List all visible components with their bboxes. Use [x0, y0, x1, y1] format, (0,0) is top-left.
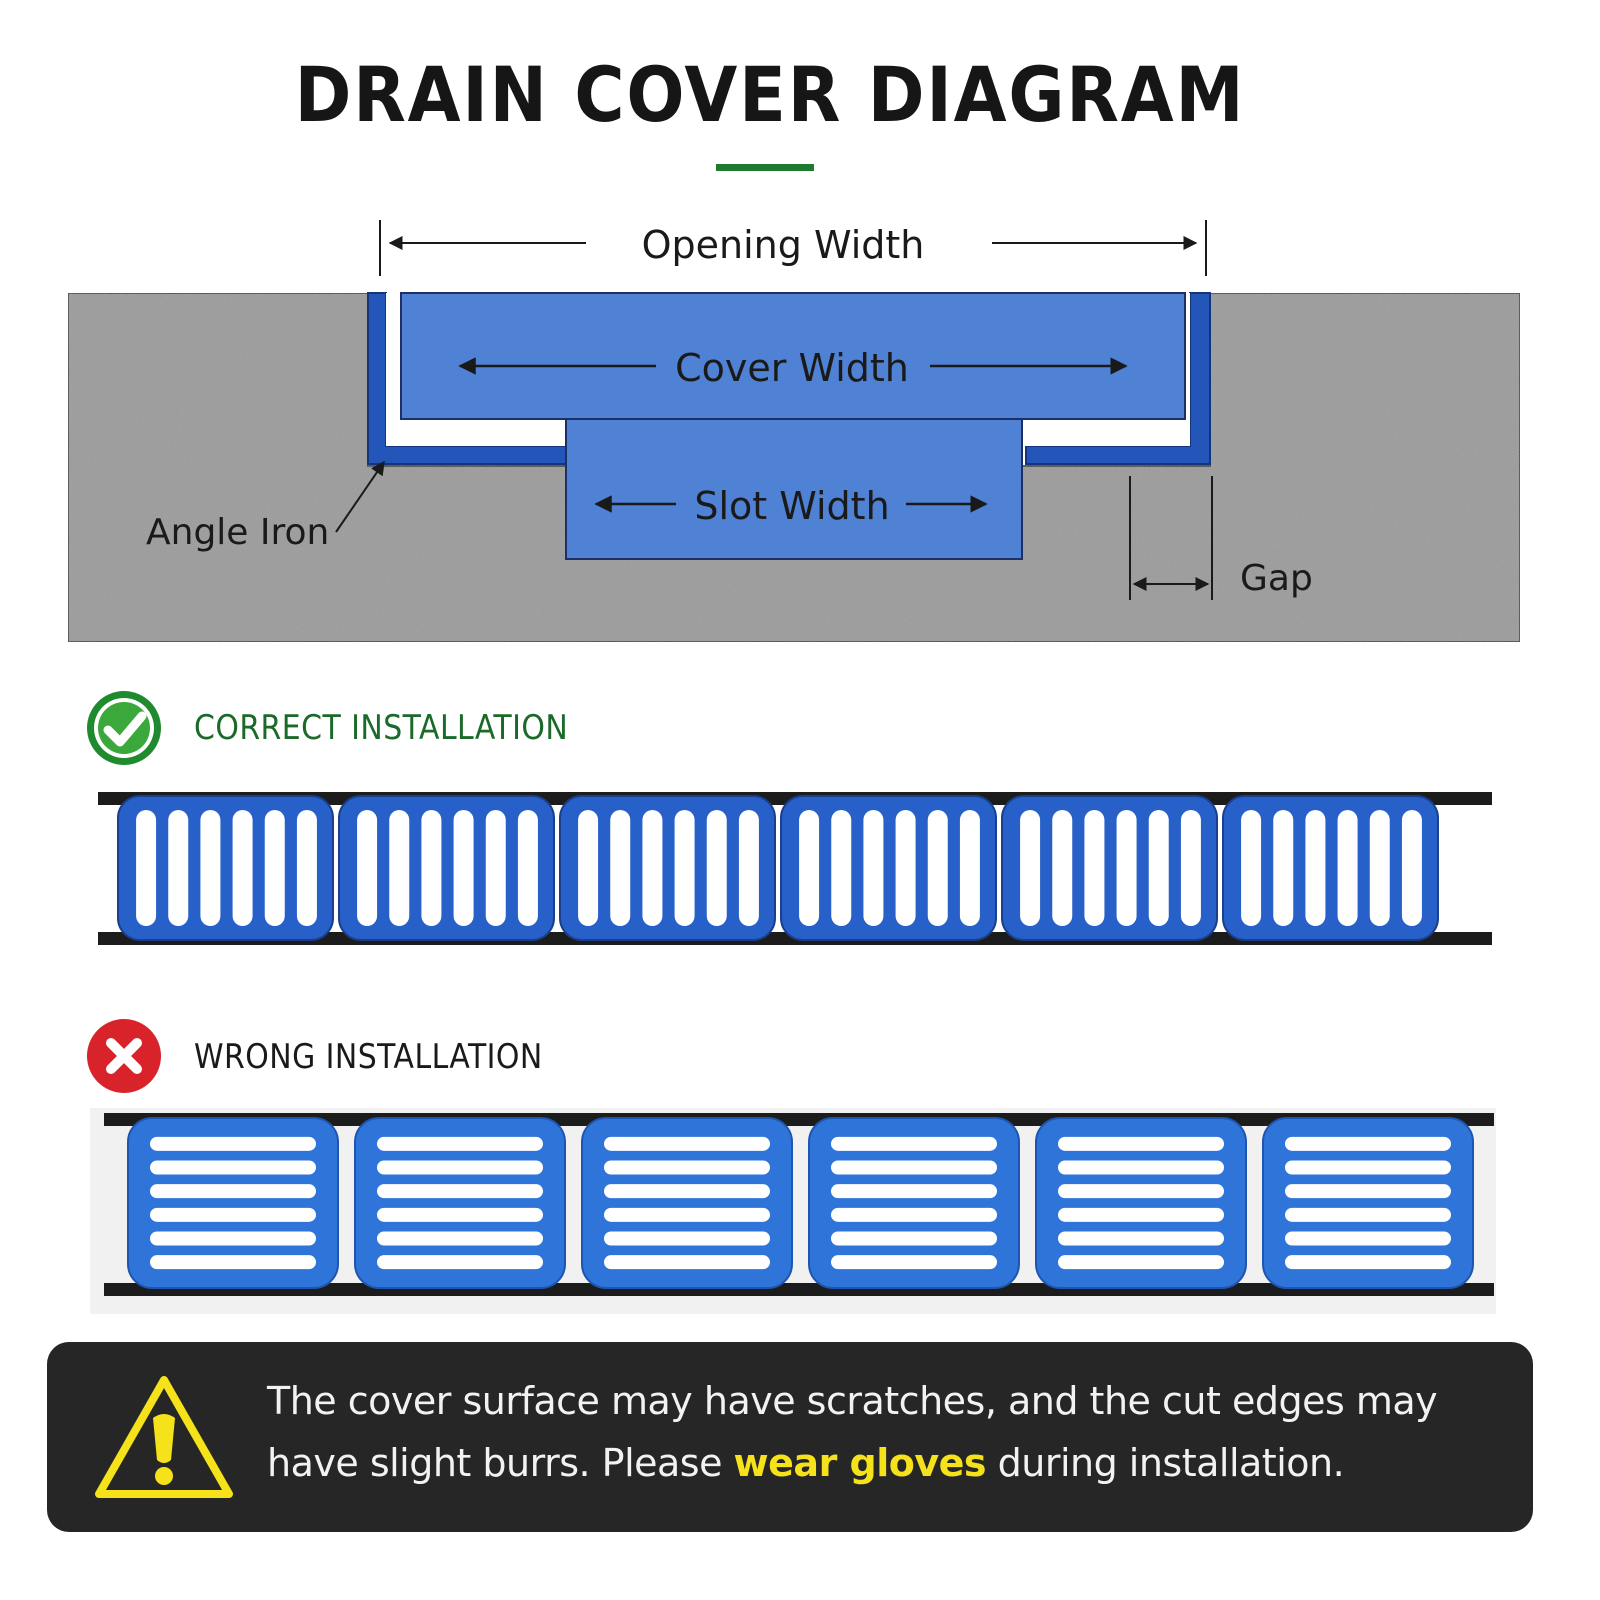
opening-width-label: Opening Width: [642, 223, 925, 267]
correct-grate-row: [117, 795, 1439, 941]
red-cross-circle-icon: [87, 1019, 161, 1093]
cover-plate: [400, 292, 1186, 420]
gap-label: Gap: [1240, 558, 1313, 599]
grate-panel-correct: [780, 795, 997, 941]
title-underline: [716, 164, 814, 171]
wrong-grate-row: [127, 1117, 1474, 1289]
warning-highlight: wear gloves: [733, 1441, 987, 1485]
slot-width-label: Slot Width: [694, 484, 889, 528]
correct-installation-title: CORRECT INSTALLATION: [194, 708, 569, 748]
wrong-installation-title: WRONG INSTALLATION: [194, 1037, 543, 1077]
grate-panel-wrong: [1262, 1117, 1474, 1289]
slot-tab: [565, 418, 1023, 560]
grate-panel-correct: [338, 795, 555, 941]
grate-panel-correct: [1001, 795, 1218, 941]
grate-panel-wrong: [808, 1117, 1020, 1289]
grate-panel-wrong: [581, 1117, 793, 1289]
grate-panel-wrong: [354, 1117, 566, 1289]
grate-panel-correct: [1222, 795, 1439, 941]
warning-banner: The cover surface may have scratches, an…: [47, 1342, 1533, 1532]
grate-panel-wrong: [1035, 1117, 1247, 1289]
warning-text-end: during installation.: [986, 1441, 1345, 1485]
angle-iron-label: Angle Iron: [146, 512, 329, 553]
green-check-circle-icon: [87, 691, 161, 765]
page-title: DRAIN COVER DIAGRAM: [294, 50, 1246, 139]
grate-panel-correct: [117, 795, 334, 941]
warning-triangle-icon: [95, 1376, 233, 1498]
grate-panel-correct: [559, 795, 776, 941]
grate-panel-wrong: [127, 1117, 339, 1289]
cover-width-label: Cover Width: [675, 346, 909, 390]
warning-text-start: The cover surface may have scratches, an…: [267, 1379, 1438, 1485]
angle-iron-leader: [335, 460, 385, 533]
warning-text: The cover surface may have scratches, an…: [267, 1370, 1517, 1494]
